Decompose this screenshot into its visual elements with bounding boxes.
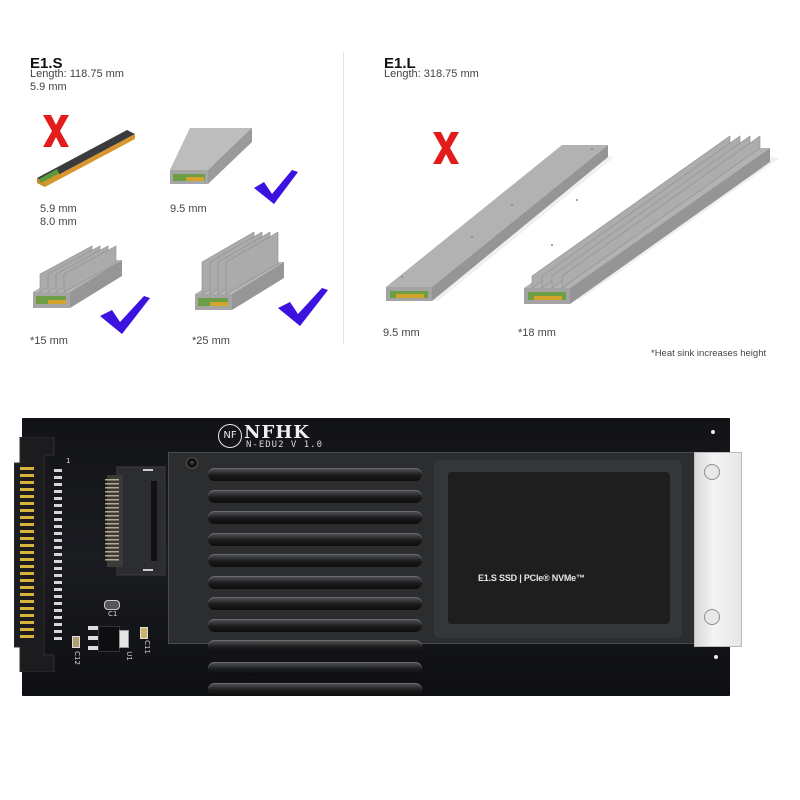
ssd-label-text: E1.S SSD | PCIe® NVMe™ [478,573,585,583]
capacitor-c12-icon [72,636,80,648]
e1l-9-5mm-drive-icon [382,145,622,320]
check-mark-icon [98,292,152,336]
footnote: *Heat sink increases height [651,348,767,359]
x-mark-icon [40,113,72,149]
c12-silkscreen: C12 [72,651,81,665]
e1l-variant-label: *18 mm [518,327,556,339]
capacitor-c11-icon [140,627,148,639]
ssd-label-panel [448,472,670,624]
screw-icon [704,609,720,625]
e1l-length: Length: 318.75 mm [384,68,479,80]
e1s-thickness: 5.9 mm [30,81,67,93]
section-divider [343,52,344,344]
c1-silkscreen: C1 [108,610,118,618]
e1s-variant-label: *25 mm [192,335,230,347]
e1s-variant-label: 9.5 mm [170,203,207,215]
screw-icon: + [186,457,198,469]
e1l-title: E1.L [384,55,416,72]
mounting-hole-icon [714,655,718,659]
e1s-variant-label: 5.9 mm [40,203,77,215]
regulator-u1-icon [88,626,122,652]
e1l-18mm-heatsink-drive-icon [520,130,780,320]
check-mark-icon [252,166,300,206]
nf-badge-icon: NF [218,424,242,448]
e1s-bare-drive-icon [35,110,135,195]
e1s-25mm-heatsink-drive-icon [192,228,292,318]
e1s-length: Length: 118.75 mm [30,68,124,80]
screw-icon [704,464,720,480]
brand-name: NFHK [244,422,310,443]
c11-silkscreen: C11 [142,640,151,654]
heatsink-fins [208,468,422,705]
mounting-hole-icon [711,430,715,434]
capacitor-c1-icon [104,600,120,610]
e1s-9-5mm-drive-icon [168,122,268,192]
e1s-15mm-heatsink-drive-icon [30,240,130,315]
check-mark-icon [276,284,330,328]
e1s-title: E1.S [30,55,63,72]
u1-silkscreen: U1 [124,651,133,661]
e1l-variant-label: 9.5 mm [383,327,420,339]
x-mark-icon [430,130,462,166]
e1s-variant-label-2: 8.0 mm [40,216,77,228]
e1s-slot-connector [103,465,167,577]
board-model: N-EDU2 V 1.0 [246,440,324,450]
edge-connector [14,437,66,672]
inductor-icon [119,630,129,648]
pin1-silkscreen: 1 [66,457,71,465]
e1s-variant-label: *15 mm [30,335,68,347]
